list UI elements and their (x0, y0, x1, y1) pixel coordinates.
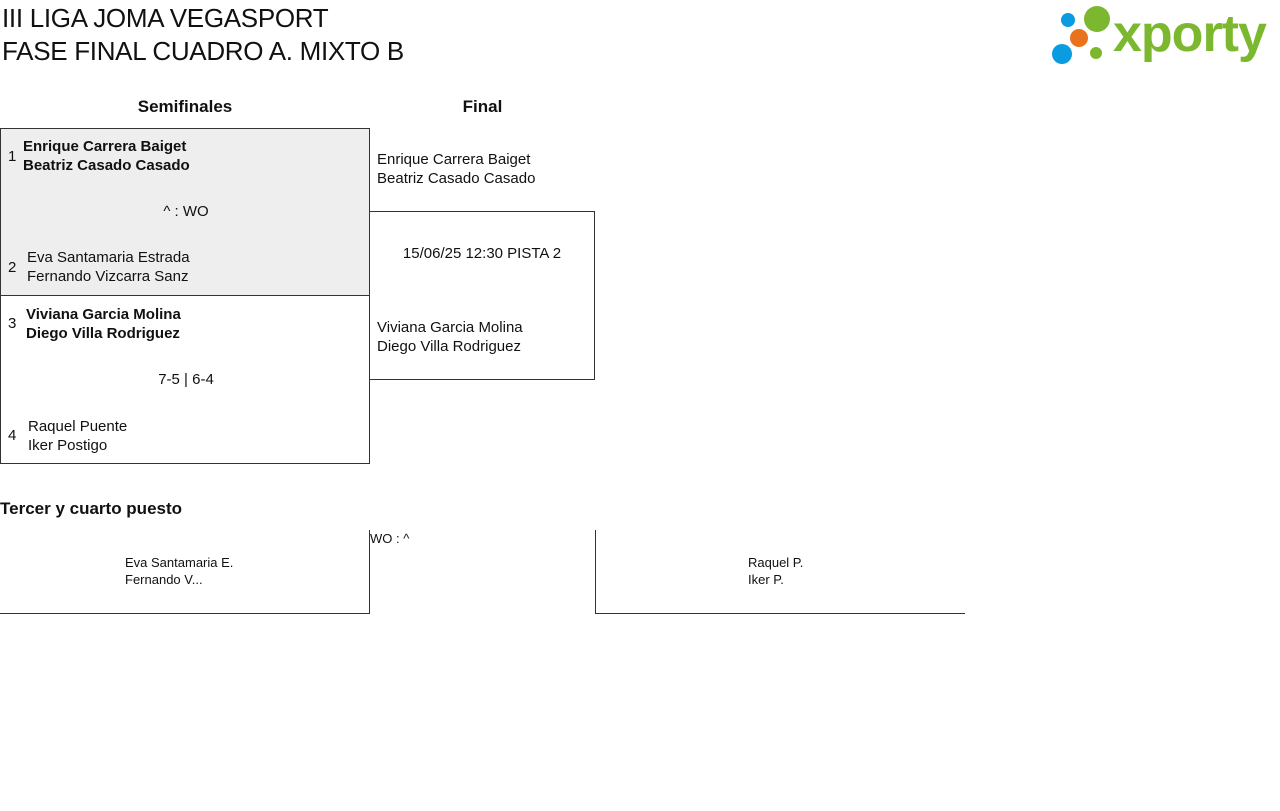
title-line-1: III LIGA JOMA VEGASPORT (2, 3, 329, 33)
title-line-2: FASE FINAL CUADRO A. MIXTO B (2, 36, 404, 66)
final-team-1: Enrique Carrera Baiget Beatriz Casado Ca… (377, 150, 535, 188)
third-place-team-1: Eva Santamaria E. Fernando V... (125, 554, 233, 588)
player-name: Iker Postigo (28, 437, 108, 454)
xporty-logo: xporty (1050, 2, 1276, 68)
player-name: Viviana Garcia Molina (377, 319, 523, 336)
match-score: ^ : WO (163, 203, 209, 220)
match-score: 7-5 | 6-4 (158, 371, 214, 388)
third-place-score: WO : ^ (370, 531, 410, 546)
third-place-team-2: Raquel P. Iker P. (748, 554, 803, 588)
seed-number: 4 (8, 427, 17, 444)
bracket-line (369, 530, 370, 614)
bracket-line (0, 613, 370, 614)
logo-dots-icon (1052, 6, 1110, 64)
player-name: Viviana Garcia Molina (26, 306, 181, 323)
round-header-semis: Semifinales (137, 97, 233, 116)
final-match-box: 15/06/25 12:30 PISTA 2 Viviana Garcia Mo… (369, 211, 595, 380)
semifinal-match-1: 1 Enrique Carrera Baiget Beatriz Casado … (0, 128, 370, 296)
player-name: Fernando V... (125, 572, 203, 587)
player-name: Beatriz Casado Casado (377, 170, 536, 187)
final-team-2: Viviana Garcia Molina Diego Villa Rodrig… (377, 318, 523, 356)
seed-number: 3 (8, 315, 17, 332)
round-header-final: Final (462, 97, 503, 116)
player-name: Eva Santamaria E. (125, 555, 234, 570)
seed-number: 1 (8, 148, 17, 165)
logo-text: xporty (1113, 5, 1267, 63)
player-name: Diego Villa Rodriguez (377, 338, 521, 355)
player-name: Raquel Puente (28, 418, 128, 435)
player-name: Raquel P. (748, 555, 804, 570)
team-2: Raquel Puente Iker Postigo (28, 417, 127, 455)
bracket-line (595, 530, 596, 614)
player-name: Diego Villa Rodriguez (26, 325, 180, 342)
team-1: Enrique Carrera Baiget Beatriz Casado Ca… (23, 137, 190, 175)
player-name: Iker P. (748, 572, 784, 587)
player-name: Fernando Vizcarra Sanz (27, 268, 189, 285)
third-place-title: Tercer y cuarto puesto (0, 499, 183, 518)
semifinal-match-2: 3 Viviana Garcia Molina Diego Villa Rodr… (0, 295, 370, 464)
final-schedule: 15/06/25 12:30 PISTA 2 (402, 245, 562, 262)
player-name: Enrique Carrera Baiget (377, 151, 531, 168)
player-name: Enrique Carrera Baiget (23, 138, 187, 155)
player-name: Eva Santamaria Estrada (27, 249, 190, 266)
team-2: Eva Santamaria Estrada Fernando Vizcarra… (27, 248, 190, 286)
team-1: Viviana Garcia Molina Diego Villa Rodrig… (26, 305, 181, 343)
player-name: Beatriz Casado Casado (23, 157, 190, 174)
bracket-line (595, 613, 965, 614)
page-title: III LIGA JOMA VEGASPORT FASE FINAL CUADR… (2, 2, 404, 68)
seed-number: 2 (8, 259, 17, 276)
